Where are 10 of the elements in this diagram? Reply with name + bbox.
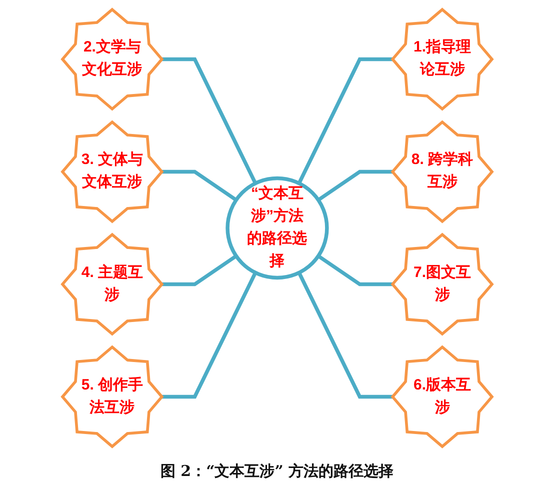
caption: 图 2：“文本互涉” 方法的路径选择: [160, 462, 394, 480]
connector: [317, 254, 392, 286]
connector: [317, 170, 392, 202]
connector: [162, 57, 257, 184]
connector: [162, 170, 237, 202]
connector: [162, 254, 237, 286]
connector: [297, 272, 392, 399]
connector: [162, 272, 257, 399]
node-circle: “文本互涉”方法的路径选择: [225, 176, 329, 280]
connector: [297, 57, 392, 184]
